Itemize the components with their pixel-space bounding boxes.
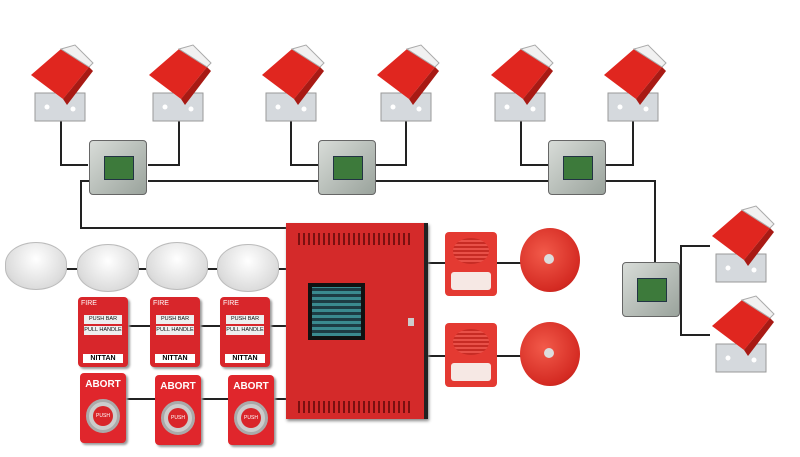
abort-station: ABORT PUSH [155, 375, 201, 445]
abort-label: ABORT [233, 381, 269, 392]
heat-detector [711, 295, 775, 373]
push-bar-label: PUSH BAR [84, 315, 122, 324]
manual-pull-station: FIRE PUSH BAR PULL HANDLE NITTAN [78, 297, 128, 367]
vent-grille [298, 401, 410, 413]
heat-detector [30, 44, 94, 122]
vent-grille [298, 233, 410, 245]
heat-detector [603, 44, 667, 122]
heat-detector [490, 44, 554, 122]
pull-handle-label: PULL HANDLE [84, 326, 122, 335]
alarm-bell [520, 228, 580, 292]
pull-handle-label: PULL HANDLE [156, 326, 194, 335]
smoke-detector [77, 244, 139, 292]
junction-box [318, 140, 376, 195]
pull-handle-label: PULL HANDLE [226, 326, 264, 335]
junction-box [622, 262, 680, 317]
abort-station: ABORT PUSH [80, 373, 126, 443]
horn-strobe [445, 323, 497, 387]
fire-alarm-control-panel [286, 223, 428, 419]
push-button: PUSH [168, 408, 188, 428]
brand-label: NITTAN [155, 354, 195, 363]
panel-lock-icon [408, 318, 414, 326]
alarm-bell [520, 322, 580, 386]
fire-label: FIRE [153, 300, 169, 307]
abort-station: ABORT PUSH [228, 375, 274, 445]
smoke-detector [5, 242, 67, 290]
fire-label: FIRE [223, 300, 239, 307]
abort-label: ABORT [85, 379, 121, 390]
panel-display [308, 283, 365, 340]
smoke-detector [146, 242, 208, 290]
heat-detector [376, 44, 440, 122]
fire-label: FIRE [81, 300, 97, 307]
push-bar-label: PUSH BAR [226, 315, 264, 324]
manual-pull-station: FIRE PUSH BAR PULL HANDLE NITTAN [150, 297, 200, 367]
junction-box [89, 140, 147, 195]
heat-detector [261, 44, 325, 122]
brand-label: NITTAN [225, 354, 265, 363]
heat-detector [148, 44, 212, 122]
manual-pull-station: FIRE PUSH BAR PULL HANDLE NITTAN [220, 297, 270, 367]
brand-label: NITTAN [83, 354, 123, 363]
push-bar-label: PUSH BAR [156, 315, 194, 324]
horn-strobe [445, 232, 497, 296]
heat-detector [711, 205, 775, 283]
smoke-detector [217, 244, 279, 292]
push-button: PUSH [241, 408, 261, 428]
junction-box [548, 140, 606, 195]
push-button: PUSH [93, 406, 113, 426]
abort-label: ABORT [160, 381, 196, 392]
